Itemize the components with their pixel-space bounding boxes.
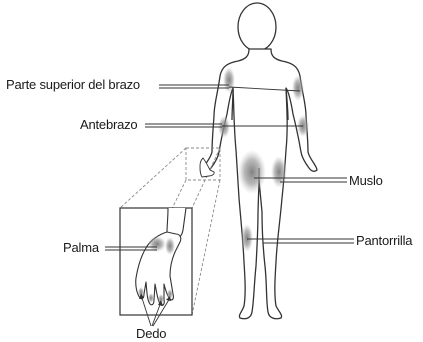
- site-left-calf: [241, 224, 253, 252]
- label-calf: Pantorrilla: [356, 234, 412, 248]
- site-right-thigh: [271, 156, 287, 188]
- label-upper-arm: Parte superior del brazo: [6, 78, 140, 92]
- label-finger: Dedo: [136, 327, 166, 341]
- label-forearm: Antebrazo: [80, 118, 137, 132]
- left-arm-inner-line: [232, 88, 233, 120]
- head: [238, 3, 276, 51]
- zoom-line-top-left: [120, 148, 186, 208]
- site-left-upper-arm: [223, 67, 235, 93]
- site-fingertip-2: [148, 293, 154, 303]
- site-right-upper-arm: [292, 75, 304, 101]
- label-palm: Palma: [63, 241, 99, 255]
- site-palm-edge: [165, 237, 175, 255]
- site-left-thigh: [238, 150, 266, 194]
- label-thigh: Muslo: [349, 174, 383, 188]
- zoom-line-bottom-right: [192, 180, 220, 315]
